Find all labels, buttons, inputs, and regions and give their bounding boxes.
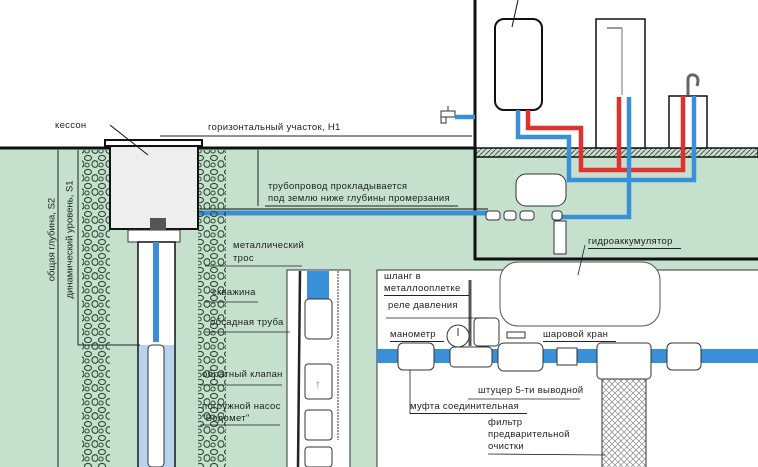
total-depth-label: общая глубина, S2: [46, 197, 58, 282]
pipeline-label-line2: под землю ниже глубины промерзания: [268, 193, 450, 204]
water-heater: [494, 18, 543, 111]
well-detail-panel: ↑: [286, 269, 351, 467]
hot-water-pipe: [525, 96, 686, 173]
outdoor-tap-icon: [440, 106, 456, 124]
cable-label-line1: металлический: [233, 240, 305, 251]
submersible-pump: [147, 344, 165, 467]
coupling-label: муфта соединительная: [410, 401, 528, 414]
cold-water-pipe: [455, 96, 697, 220]
coupling-right: [666, 342, 702, 371]
pump-label-line1: погружной насос: [202, 401, 281, 412]
filter-flask: [601, 378, 647, 467]
svg-text:↑: ↑: [315, 377, 321, 391]
leader-lines: [200, 244, 606, 456]
filter-housing: [596, 342, 652, 380]
manometer-label: манометр: [390, 329, 444, 342]
ball-valve: [497, 342, 544, 372]
filter-label-line3: очистки: [488, 441, 524, 452]
dimension-lines: [57, 135, 472, 467]
filter-label-line1: фильтр: [488, 417, 523, 428]
caisson: [109, 144, 199, 230]
filter-label-line2: предварительной: [488, 429, 570, 440]
hose-label-line2: металлооплетке: [384, 283, 469, 296]
sink-cabinet: [668, 95, 708, 149]
caisson-lid: [104, 139, 203, 147]
dynamic-level-label: динамический уровень, S1: [64, 180, 76, 299]
hose-label-line1: шланг в: [384, 271, 421, 282]
pump-group-small: [485, 173, 567, 255]
pressure-switch-label: реле давления: [388, 300, 458, 311]
ball-valve-label: шаровой кран: [543, 329, 617, 342]
pump-label-line2: "Водомет": [202, 413, 250, 424]
caisson-label: кессон: [55, 120, 87, 131]
casing-pipe-label: обсадная труба: [210, 317, 284, 328]
gravel-right: [198, 150, 226, 467]
cable-label-line2: трос: [233, 253, 254, 264]
horizontal-section-label: горизонтальный участок, H1: [208, 122, 341, 133]
check-valve-label: обратный клапан: [202, 369, 283, 380]
pipeline-label-line1: трубопровод прокладывается: [268, 181, 408, 192]
well-head: [127, 229, 181, 243]
borehole-label: скважина: [212, 287, 256, 298]
fittings-detail-panel: [376, 261, 758, 467]
gravel-left: [82, 150, 110, 467]
five-way-fitting: [449, 346, 493, 368]
fitting-label: штуцер 5-ти выводной: [478, 385, 584, 396]
pressure-switch: [473, 317, 500, 347]
coupling-left: [397, 342, 435, 371]
accumulator-label: гидроаккумулятор: [588, 236, 681, 249]
